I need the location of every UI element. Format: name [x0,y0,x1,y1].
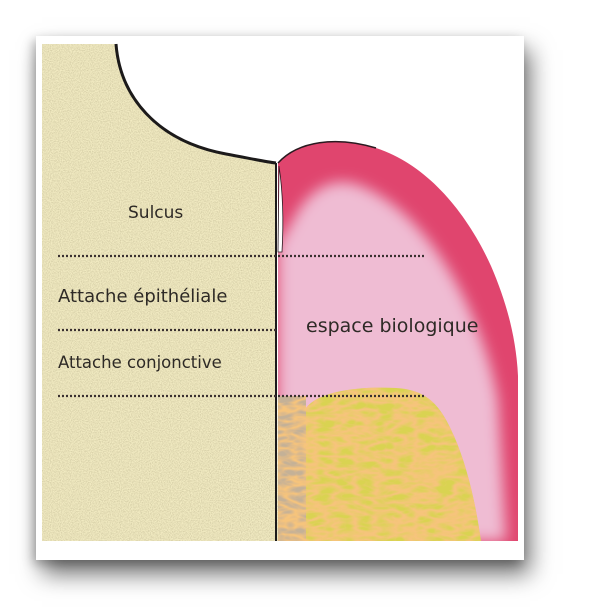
periodontal-diagram: Sulcus Attache épithéliale Attache conjo… [36,36,524,560]
label-sulcus: Sulcus [128,203,183,223]
figure-frame: Sulcus Attache épithéliale Attache conjo… [36,36,524,560]
label-connective-attachment: Attache conjonctive [58,353,222,372]
periodontal-ligament [278,396,306,541]
label-biological-space: espace biologique [306,315,478,337]
label-epithelial-attachment: Attache épithéliale [58,286,227,307]
